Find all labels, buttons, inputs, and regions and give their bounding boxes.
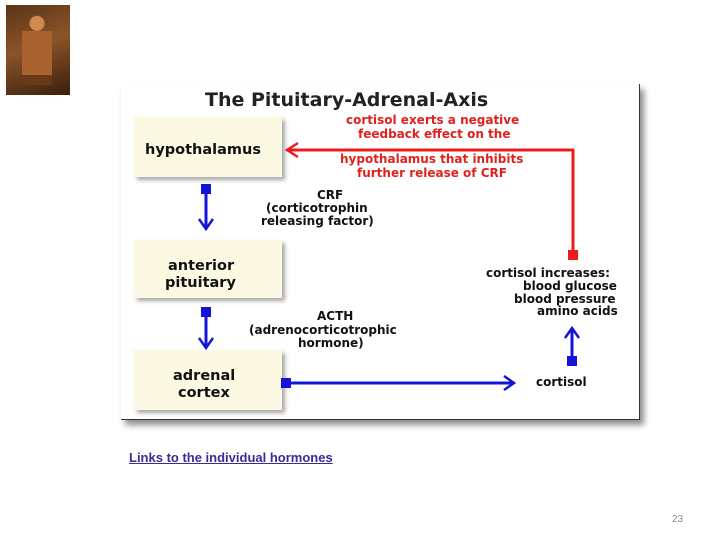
crf-label-line2: (corticotrophin (266, 201, 368, 215)
acth-label-line2: (adrenocorticotrophic (249, 323, 397, 337)
acth-label-line1: ACTH (317, 309, 353, 323)
cortisol-label: cortisol (536, 375, 587, 389)
cortisol-effects-heading: cortisol increases: (486, 266, 610, 280)
feedback-text-line3: hypothalamus that inhibits (340, 152, 523, 166)
statue-figure (22, 15, 52, 85)
cortisol-effect-blood-glucose: blood glucose (523, 279, 617, 293)
diagram-panel: The Pituitary-Adrenal-Axis hypothalamus … (121, 84, 640, 420)
effects-arrow-head (563, 325, 581, 339)
feedback-arrow-line (287, 148, 575, 250)
acth-arrow-head (197, 337, 215, 351)
crf-label-line1: CRF (317, 188, 343, 202)
acth-label-line3: hormone) (298, 336, 364, 350)
adrenal-cortex-label-line2: cortex (178, 385, 230, 401)
hormones-link[interactable]: Links to the individual hormones (129, 450, 333, 465)
anterior-pituitary-label-line1: anterior (168, 258, 235, 274)
cortisol-arrow-head (503, 374, 517, 392)
cortisol-arrow-start-marker (281, 378, 291, 388)
statue-thumbnail-image (6, 5, 70, 95)
pituitary-adrenal-diagram: The Pituitary-Adrenal-Axis hypothalamus … (134, 89, 618, 410)
feedback-arrow-head (284, 141, 299, 159)
feedback-arrow-start-marker (568, 250, 578, 260)
feedback-text-line4: further release of CRF (357, 166, 507, 180)
adrenal-cortex-box (134, 350, 282, 410)
anterior-pituitary-box (134, 240, 282, 298)
cortisol-effect-blood-pressure: blood pressure (514, 292, 616, 306)
page-number: 23 (672, 514, 684, 525)
crf-arrow-head (197, 218, 215, 232)
crf-arrow-start-marker (201, 184, 211, 194)
crf-label-line3: releasing factor) (261, 214, 374, 228)
effects-arrow-start-marker (567, 356, 577, 366)
acth-arrow-start-marker (201, 307, 211, 317)
diagram-title: The Pituitary-Adrenal-Axis (205, 89, 488, 111)
feedback-text-line1: cortisol exerts a negative (346, 113, 519, 127)
feedback-text-line2: feedback effect on the (358, 127, 510, 141)
cortisol-effect-amino-acids: amino acids (537, 304, 618, 318)
anterior-pituitary-label-line2: pituitary (165, 275, 236, 291)
hypothalamus-box (134, 117, 282, 177)
hypothalamus-label: hypothalamus (145, 142, 261, 158)
adrenal-cortex-label-line1: adrenal (173, 368, 235, 384)
